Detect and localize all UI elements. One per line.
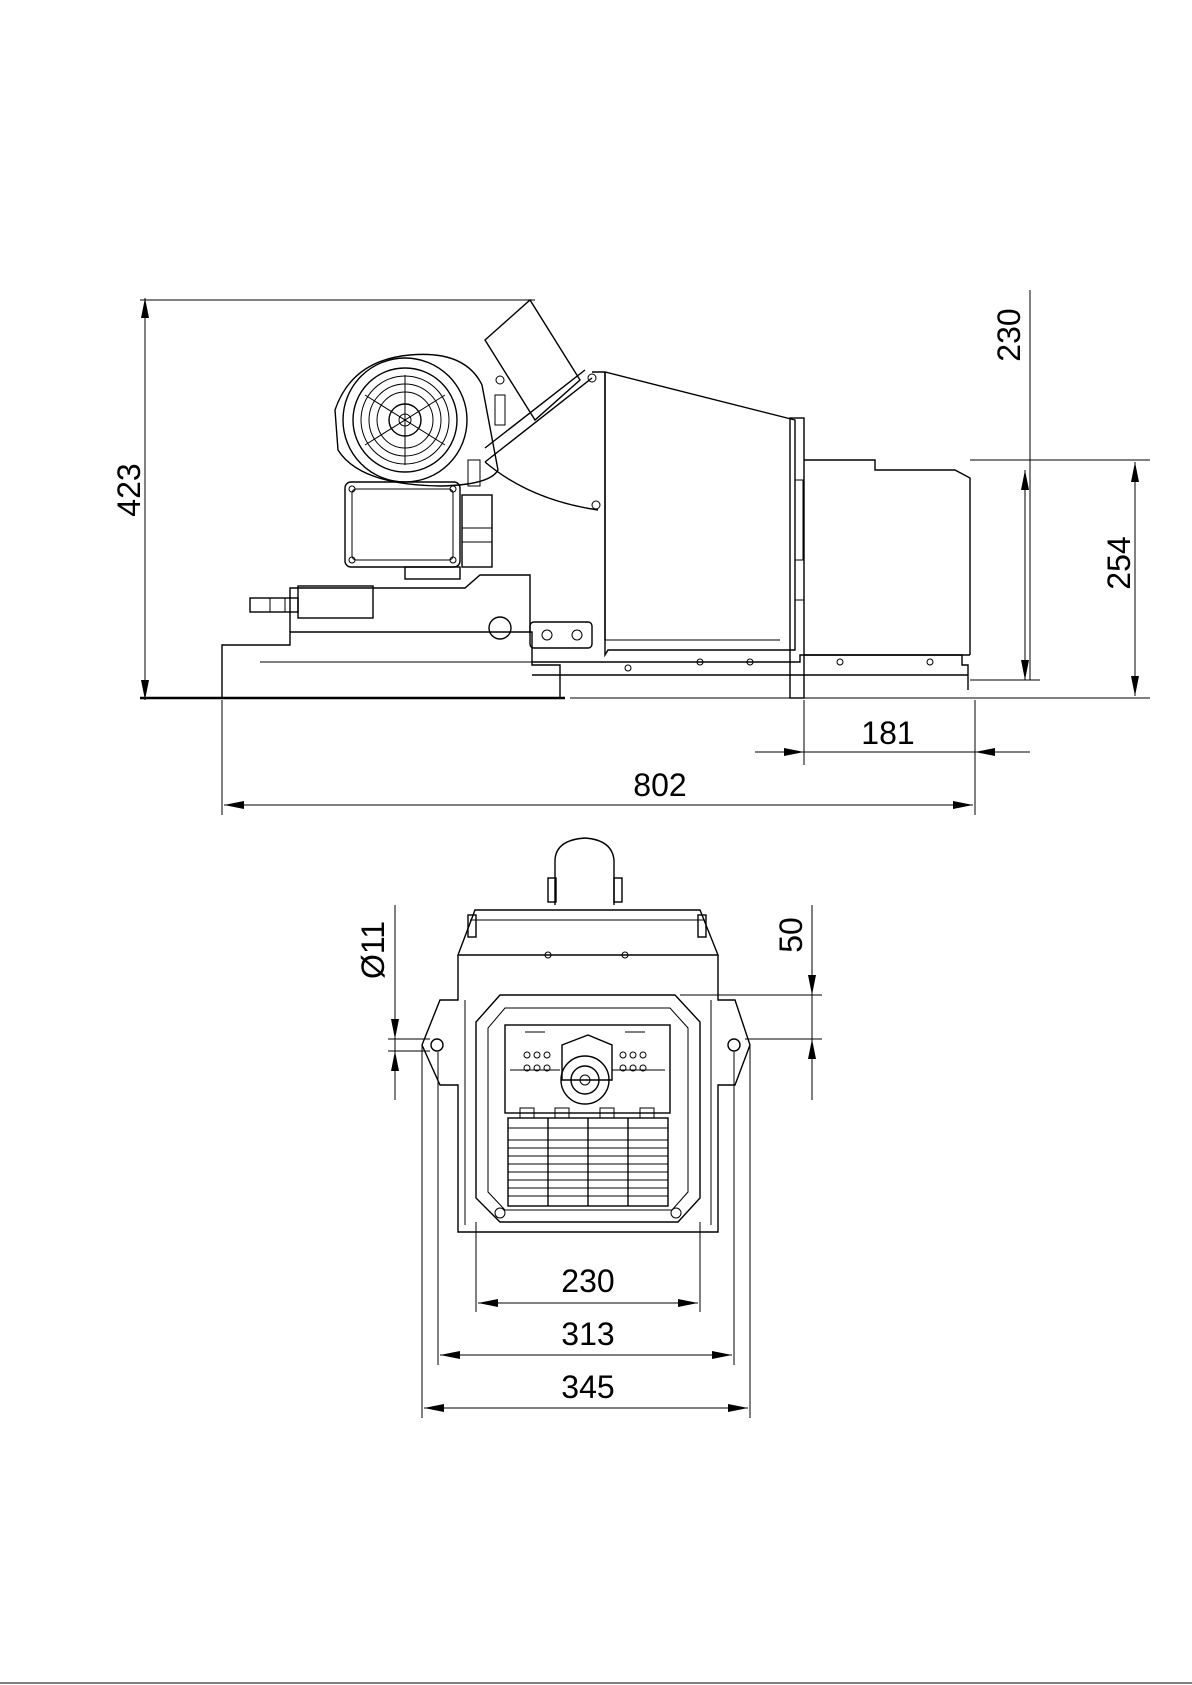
side-view: 423 230 254 181 802 [111,290,1150,815]
dim-50: 50 [680,905,822,1100]
dim-diameter-11-label: Ø11 [355,921,391,979]
dim-423: 423 [111,298,535,700]
dim-181: 181 [755,700,1030,765]
front-view: Ø11 50 230 313 [355,838,822,1418]
mounting-hole-left [431,1039,443,1051]
mounting-hole-right [728,1039,740,1051]
bolt-group-right [620,1052,646,1071]
dim-181-label: 181 [861,715,914,751]
motor-assembly [250,575,530,639]
blower-fan [335,354,498,486]
bolt-group-left [524,1052,550,1071]
dim-423-label: 423 [111,463,147,516]
dim-230-side: 230 [970,290,1040,680]
dim-313-label: 313 [561,1316,614,1352]
dim-diameter-11: Ø11 [355,905,430,1100]
dim-345-label: 345 [561,1369,614,1405]
dim-230-front: 230 [476,1222,700,1312]
combustion-chamber [804,460,970,655]
dim-50-label: 50 [773,917,809,953]
latch-clamp [530,622,592,648]
dim-802-label: 802 [633,767,686,803]
dim-230-front-label: 230 [561,1263,614,1299]
front-motor-housing [548,838,622,905]
dim-230-side-label: 230 [991,308,1027,361]
mounting-flange [790,418,804,698]
burner-housing [592,372,933,671]
base-plate [140,632,968,698]
front-grate [508,1108,668,1206]
dim-254-label: 254 [1101,536,1137,589]
front-nozzle-plate [505,1025,670,1113]
front-upper-housing [458,910,718,958]
control-box [345,482,492,579]
